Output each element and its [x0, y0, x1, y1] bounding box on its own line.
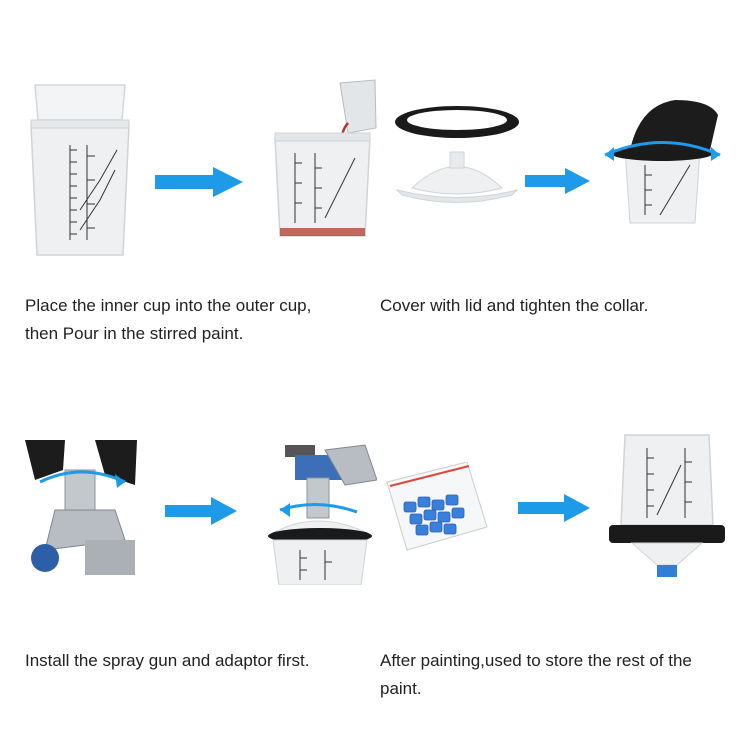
step-3-caption: Install the spray gun and adaptor first.: [25, 651, 310, 670]
pour-paint-icon: [274, 79, 377, 237]
step-2-caption: Cover with lid and tighten the collar.: [380, 296, 649, 315]
lid-collar-icon: [395, 106, 519, 203]
gun-on-cup-icon: [268, 444, 377, 585]
arrow-right-icon: [165, 497, 237, 525]
tighten-collar-icon: [604, 100, 721, 224]
spray-gun-adaptor-icon: [25, 440, 137, 575]
arrow-right-icon: [155, 167, 243, 197]
caps-bag-icon: [386, 462, 488, 551]
nested-cups-icon: [30, 84, 130, 256]
storage-cup-icon: [609, 434, 725, 577]
arrow-right-icon: [518, 494, 590, 522]
step-1-caption: Place the inner cup into the outer cup, …: [25, 296, 312, 343]
step-4-caption: After painting,used to store the rest of…: [380, 651, 692, 698]
arrow-right-icon: [525, 168, 590, 194]
